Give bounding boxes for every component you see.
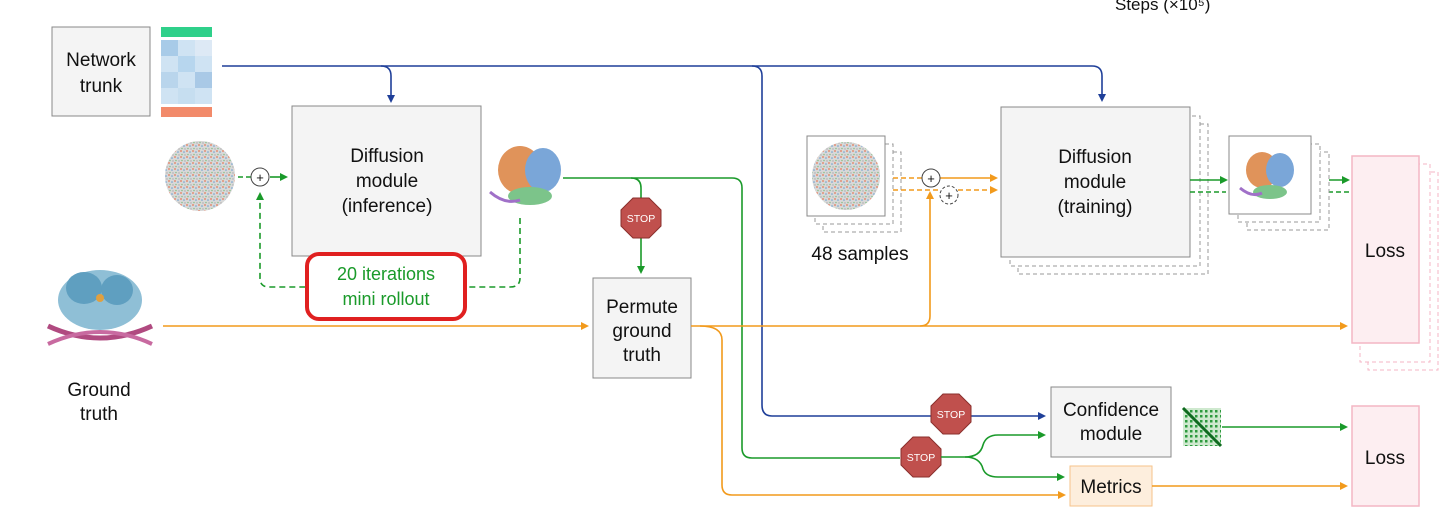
loss-bottom-label: Loss — [1365, 448, 1405, 469]
metrics-label: Metrics — [1080, 477, 1141, 498]
svg-text:STOP: STOP — [937, 409, 965, 421]
confidence-label-2: module — [1080, 424, 1142, 445]
rollout-label-1: 20 iterations — [337, 264, 435, 284]
confidence-module-box: Confidence module — [1050, 386, 1172, 458]
loss-box-bottom: Loss — [1351, 405, 1420, 507]
svg-text:STOP: STOP — [907, 452, 935, 464]
stop-sign-gradient-1: STOP — [620, 197, 662, 239]
stop-sign-gradient-2: STOP — [930, 393, 972, 435]
diffusion-training-label-3: (training) — [1058, 197, 1133, 218]
permute-orange-arrows — [691, 191, 1348, 499]
confidence-green-arrows — [941, 431, 1065, 481]
diffusion-inference-box: Diffusion module (inference) — [291, 105, 482, 257]
permute-label-2: ground — [612, 321, 671, 342]
training-output-samples — [1228, 135, 1330, 231]
confidence-label-1: Confidence — [1063, 400, 1159, 421]
network-trunk-label-2: trunk — [80, 76, 123, 97]
rollout-highlight: 20 iterations mini rollout — [305, 252, 467, 321]
diffusion-training-label-1: Diffusion — [1058, 147, 1132, 168]
diffusion-inference-label-1: Diffusion — [350, 146, 424, 167]
training-input-arrows — [893, 174, 998, 194]
permute-label-3: truth — [623, 345, 661, 366]
ground-truth-label-2: truth — [80, 404, 118, 425]
plus-node-training: + + — [921, 168, 959, 205]
diffusion-inference-label-2: module — [356, 171, 418, 192]
samples-stack — [806, 135, 902, 233]
plus-node-inference: + — [250, 167, 270, 187]
loss-box-top: Loss — [1351, 155, 1439, 371]
confidence-matrix-image — [1181, 406, 1223, 448]
svg-text:+: + — [256, 170, 264, 185]
samples-label: 48 samples — [811, 244, 908, 265]
svg-text:+: + — [927, 171, 935, 186]
noise-cloud-input — [165, 141, 235, 211]
diffusion-training-label-2: module — [1064, 172, 1126, 193]
network-trunk-box: Network trunk — [51, 26, 151, 117]
diffusion-inference-label-3: (inference) — [342, 196, 433, 217]
network-trunk-label-1: Network — [66, 50, 136, 71]
diffusion-training-box: Diffusion module (training) — [1000, 106, 1209, 275]
svg-text:STOP: STOP — [627, 213, 655, 225]
steps-axis-fragment: Steps (×10⁵) — [1115, 0, 1210, 14]
predicted-green-arrows — [563, 177, 900, 459]
ground-truth-label-1: Ground — [67, 380, 130, 401]
trunk-blue-arrows — [222, 65, 1106, 420]
ground-truth-structure-image — [46, 270, 154, 346]
stop-sign-gradient-3: STOP — [900, 436, 942, 478]
metrics-box: Metrics — [1069, 465, 1153, 507]
loss-top-label: Loss — [1365, 241, 1405, 262]
rollout-label-2: mini rollout — [342, 289, 429, 309]
permute-ground-truth-box: Permute ground truth — [592, 277, 692, 379]
svg-text:+: + — [945, 188, 953, 203]
trunk-embedding-grid — [161, 27, 212, 117]
permute-label-1: Permute — [606, 297, 678, 318]
predicted-structure-image — [489, 146, 561, 205]
